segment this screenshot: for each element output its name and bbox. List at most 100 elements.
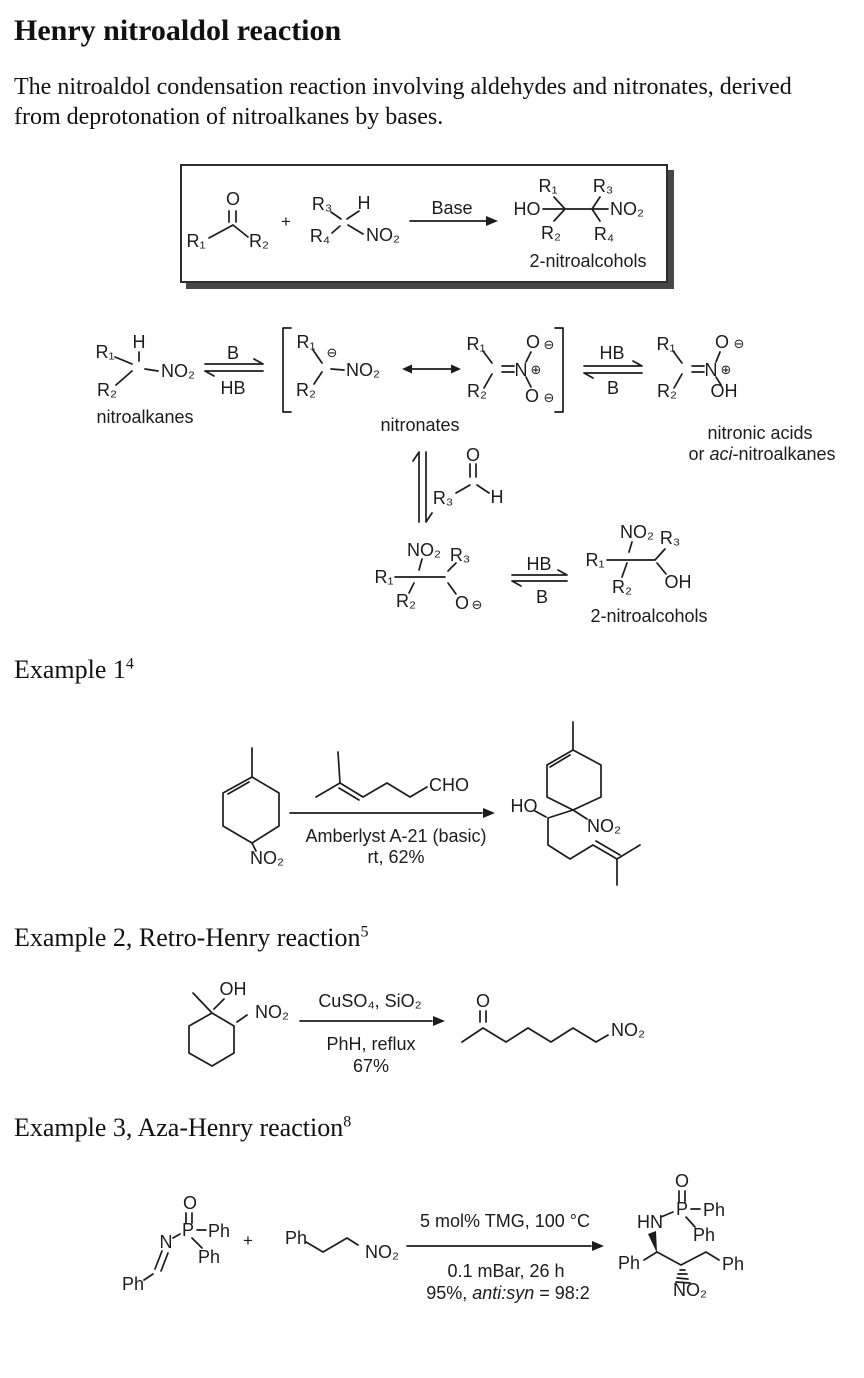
group-cho: CHO bbox=[429, 775, 469, 795]
equilibrium-harpoons bbox=[583, 360, 643, 379]
equilibrium-arrow-2: HB B bbox=[583, 343, 643, 398]
conjugate-acid-label: HB bbox=[526, 554, 551, 574]
group-r2: R₂ bbox=[396, 591, 416, 611]
atom-o-bottom: O bbox=[525, 386, 539, 406]
minus-charge-icon: ⊖ bbox=[734, 336, 745, 351]
example3-scheme: O P Ph Ph N Ph + Ph NO₂ 5 mol% TMG, 100 … bbox=[122, 1171, 744, 1303]
nitroalkane-reactant: R₁ H R₂ NO₂ nitroalkanes bbox=[95, 332, 195, 427]
atom-o: O bbox=[675, 1171, 689, 1191]
plus-charge-icon: ⊕ bbox=[721, 362, 732, 377]
left-bracket bbox=[282, 327, 292, 413]
reference-number: 5 bbox=[360, 923, 369, 941]
equilibrium-harpoons bbox=[204, 358, 264, 377]
reaction-arrow: Base bbox=[409, 198, 498, 226]
plus-sign: + bbox=[281, 212, 291, 231]
nitrocyclohexene-reactant: NO₂ bbox=[222, 747, 284, 868]
group-r2: R₂ bbox=[467, 381, 487, 401]
hash-bond bbox=[675, 1269, 691, 1284]
bonds bbox=[315, 751, 428, 801]
bonds bbox=[222, 747, 280, 852]
group-ph: Ph bbox=[693, 1225, 715, 1245]
base-label: B bbox=[227, 343, 239, 363]
group-r1: R₁ bbox=[186, 231, 205, 251]
nitroalcohol-product: NO₂ R₃ R₁ R₂ OH 2-nitroalcohols bbox=[585, 522, 707, 626]
bonds bbox=[672, 350, 722, 389]
anti-syn-label: anti:syn bbox=[472, 1283, 534, 1303]
yield-text: 95%, bbox=[426, 1283, 467, 1303]
atom-n: N bbox=[515, 360, 528, 380]
equilibrium-harpoons bbox=[511, 569, 568, 587]
conditions-line1: PhH, reflux bbox=[326, 1034, 415, 1054]
conditions-above: CuSO₄, SiO₂ bbox=[318, 991, 421, 1011]
group-no2: NO₂ bbox=[610, 199, 644, 219]
caption-aci: aci bbox=[709, 444, 733, 464]
base-label: B bbox=[607, 378, 619, 398]
vertical-equilibrium-arrow bbox=[412, 451, 433, 523]
minus-charge-icon: ⊖ bbox=[544, 337, 555, 352]
conditions-line1: Amberlyst A-21 (basic) bbox=[305, 826, 486, 846]
bonds bbox=[534, 721, 641, 886]
caption-rest: -nitroalkanes bbox=[732, 444, 835, 464]
minus-charge-icon: ⊖ bbox=[544, 390, 555, 405]
group-ho: HO bbox=[514, 199, 541, 219]
example3-heading: Example 3, Aza-Henry reaction8 bbox=[14, 1113, 351, 1143]
arrowhead bbox=[483, 808, 495, 818]
atom-h: H bbox=[358, 193, 371, 213]
bonds bbox=[643, 1190, 720, 1266]
example2-heading: Example 2, Retro-Henry reaction5 bbox=[14, 923, 369, 953]
conditions-line1: 0.1 mBar, 26 h bbox=[447, 1261, 564, 1281]
example1-scheme: NO₂ CHO Amberlyst A-21 (basic) rt, 62% H… bbox=[222, 721, 641, 886]
product-bonds bbox=[542, 196, 609, 222]
minus-charge-icon: ⊖ bbox=[327, 345, 338, 360]
atom-o: O bbox=[183, 1193, 197, 1213]
atom-n: N bbox=[705, 360, 718, 380]
group-r3: R₃ bbox=[660, 528, 680, 548]
equilibrium-arrow-1: B HB bbox=[204, 343, 264, 398]
group-ph: Ph bbox=[618, 1253, 640, 1273]
ketone-bonds bbox=[208, 210, 249, 239]
right-bracket bbox=[554, 327, 564, 413]
bonds bbox=[305, 1237, 359, 1253]
atom-o: O bbox=[466, 445, 480, 465]
group-r1: R₁ bbox=[296, 332, 315, 352]
group-r2: R₂ bbox=[97, 380, 117, 400]
group-no2: NO₂ bbox=[407, 540, 441, 560]
equilibrium-arrow-3: HB B bbox=[511, 554, 568, 607]
group-r2: R₂ bbox=[296, 380, 316, 400]
group-r2: R₂ bbox=[541, 223, 561, 243]
base-label: B bbox=[536, 587, 548, 607]
reference-number: 8 bbox=[343, 1113, 352, 1131]
atom-p: P bbox=[182, 1220, 194, 1240]
conditions-line2: 67% bbox=[353, 1056, 389, 1076]
nitroalcohol-product: HO NO₂ bbox=[511, 721, 641, 886]
overview-scheme: O R₁ R₂ + R₃ H R₄ NO₂ Base R₁ R₃ HO bbox=[186, 176, 646, 271]
conditions-line2: rt, 62% bbox=[367, 847, 424, 867]
bonds bbox=[114, 351, 159, 386]
group-r1: R₁ bbox=[585, 550, 604, 570]
atom-o-top: O bbox=[526, 332, 540, 352]
nitronic-caption-line1: nitronic acids bbox=[707, 423, 812, 443]
group-no2: NO₂ bbox=[587, 816, 621, 836]
group-no2: NO₂ bbox=[346, 360, 380, 380]
arrowhead bbox=[486, 216, 498, 226]
equilibrium-harpoons bbox=[412, 451, 433, 523]
group-r1: R₁ bbox=[466, 334, 485, 354]
plus-sign: + bbox=[243, 1231, 253, 1250]
example1-heading: Example 14 bbox=[14, 655, 134, 685]
intro-line-2: from deprotonation of nitroalkanes by ba… bbox=[14, 104, 444, 130]
bonds bbox=[482, 350, 532, 389]
nitronates-caption: nitronates bbox=[380, 415, 459, 435]
aldehyde-reagent: CHO bbox=[315, 751, 469, 801]
caption-or: or bbox=[688, 444, 704, 464]
plus-charge-icon: ⊕ bbox=[531, 362, 542, 377]
group-r1: R₁ bbox=[374, 567, 393, 587]
bonds bbox=[394, 558, 457, 595]
group-r2: R₂ bbox=[657, 381, 677, 401]
group-ph: Ph bbox=[122, 1274, 144, 1294]
heading-text: Example 1 bbox=[14, 655, 126, 684]
group-no2: NO₂ bbox=[255, 1002, 289, 1022]
bonds bbox=[606, 541, 667, 578]
bonds bbox=[461, 1010, 609, 1043]
arrowhead-left bbox=[402, 364, 412, 374]
